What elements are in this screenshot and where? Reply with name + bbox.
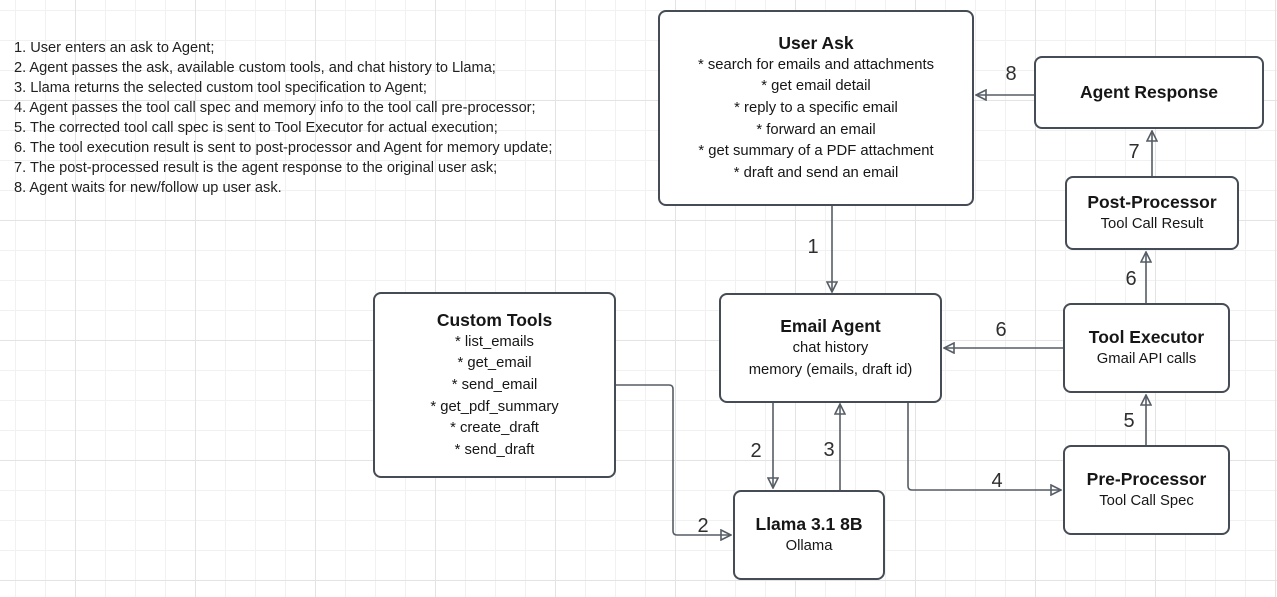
node-title: Llama 3.1 8B (755, 513, 863, 534)
step-note: 6. The tool execution result is sent to … (14, 140, 553, 156)
node-line: Tool Call Spec (1099, 492, 1194, 509)
email-agent-node[interactable]: Email Agent chat history memory (emails,… (719, 293, 942, 403)
edge-label-step2-agent-llama[interactable]: 2 (750, 440, 762, 462)
node-line: * get summary of a PDF attachment (698, 143, 934, 160)
edge-label-step6-exec-agent[interactable]: 6 (995, 319, 1007, 341)
node-title: User Ask (778, 32, 854, 53)
step-note: 2. Agent passes the ask, available custo… (14, 60, 496, 76)
llama-node[interactable]: Llama 3.1 8B Ollama (733, 490, 885, 580)
node-line: Ollama (785, 537, 833, 554)
node-line: * draft and send an email (733, 164, 899, 181)
node-line: * get_email (457, 355, 532, 372)
node-line: memory (emails, draft id) (748, 361, 913, 378)
step-note: 4. Agent passes the tool call spec and m… (14, 100, 536, 116)
post-processor-node[interactable]: Post-Processor Tool Call Result (1065, 176, 1239, 250)
step-note: 1. User enters an ask to Agent; (14, 40, 215, 56)
tool-executor-node[interactable]: Tool Executor Gmail API calls (1063, 303, 1230, 393)
node-line: * get email detail (761, 78, 871, 95)
node-line: chat history (792, 339, 869, 356)
step-note: 3. Llama returns the selected custom too… (14, 80, 427, 96)
node-line: * send_draft (454, 441, 535, 458)
node-line: Tool Call Result (1100, 215, 1204, 232)
node-title: Agent Response (1079, 82, 1219, 102)
edge-label-step3[interactable]: 3 (823, 439, 835, 461)
agent-response-node[interactable]: Agent Response (1034, 56, 1264, 129)
node-line: * reply to a specific email (734, 99, 898, 116)
node-line: Gmail API calls (1096, 350, 1197, 367)
node-line: * create_draft (450, 420, 539, 437)
node-line: * forward an email (756, 121, 876, 138)
node-line: * list_emails (455, 333, 534, 350)
edge-label-step7[interactable]: 7 (1128, 141, 1140, 163)
node-line: * get_pdf_summary (430, 398, 559, 415)
node-line: * send_email (451, 376, 538, 393)
edge-step4-emailagent-preprocessor[interactable] (907, 403, 1061, 490)
user-ask-node[interactable]: User Ask * search for emails and attachm… (658, 10, 974, 206)
node-title: Custom Tools (436, 309, 553, 330)
step-note: 5. The corrected tool call spec is sent … (14, 120, 498, 136)
edge-label-step6-exec-postproc[interactable]: 6 (1125, 268, 1137, 290)
edge-label-step5[interactable]: 5 (1123, 410, 1135, 432)
edge-label-step1[interactable]: 1 (807, 236, 819, 258)
edge-label-step4[interactable]: 4 (991, 470, 1003, 492)
step-note: 8. Agent waits for new/follow up user as… (14, 180, 282, 196)
edge-label-step8[interactable]: 8 (1005, 63, 1017, 85)
node-title: Email Agent (780, 315, 881, 336)
pre-processor-node[interactable]: Pre-Processor Tool Call Spec (1063, 445, 1230, 535)
custom-tools-node[interactable]: Custom Tools * list_emails * get_email *… (373, 292, 616, 478)
process-steps-list[interactable]: 1. User enters an ask to Agent; 2. Agent… (14, 38, 552, 198)
node-title: Post-Processor (1087, 191, 1217, 212)
step-note: 7. The post-processed result is the agen… (14, 160, 498, 176)
edge-label-step2-tools-llama[interactable]: 2 (697, 515, 709, 537)
node-title: Pre-Processor (1086, 468, 1207, 489)
node-title: Tool Executor (1088, 326, 1205, 347)
node-line: * search for emails and attachments (697, 56, 935, 73)
edge-step2-customtools-llama[interactable] (616, 384, 731, 535)
